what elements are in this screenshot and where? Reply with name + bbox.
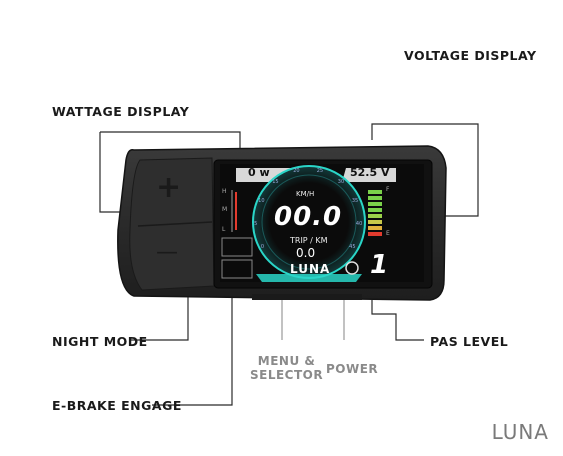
plus-button[interactable]: + — [156, 170, 182, 205]
voltage-bar — [342, 168, 396, 182]
ebrake-callout: E-BRAKE ENGAGE — [52, 398, 182, 413]
speed-dial-inner — [261, 174, 357, 270]
night-mode-callout: NIGHT MODE — [52, 334, 148, 349]
battery-bars — [368, 190, 382, 236]
pas-level-callout: PAS LEVEL — [430, 334, 509, 349]
button-divider — [137, 221, 213, 227]
minus-button[interactable]: — — [156, 240, 178, 265]
pas-indicator-ring — [345, 261, 359, 275]
menu-selector-line1: MENU & — [257, 354, 316, 368]
brake-box — [221, 259, 253, 279]
wattage-callout: WATTAGE DISPLAY — [52, 104, 190, 119]
headlight-box — [221, 237, 253, 257]
bottom-ridge — [252, 294, 362, 300]
speed-dial-ring — [252, 165, 366, 279]
footer-logo: LUNA — [491, 420, 549, 444]
menu-selector-callout: MENU & SELECTOR — [250, 354, 323, 382]
bottom-teal-bar — [256, 274, 362, 282]
power-callout: POWER — [326, 362, 379, 376]
ebrake-line — [152, 290, 233, 406]
pas-line — [371, 300, 424, 341]
voltage-line — [371, 123, 479, 217]
voltage-callout: VOLTAGE DISPLAY — [404, 48, 537, 63]
menu-selector-line2: SELECTOR — [250, 368, 324, 382]
